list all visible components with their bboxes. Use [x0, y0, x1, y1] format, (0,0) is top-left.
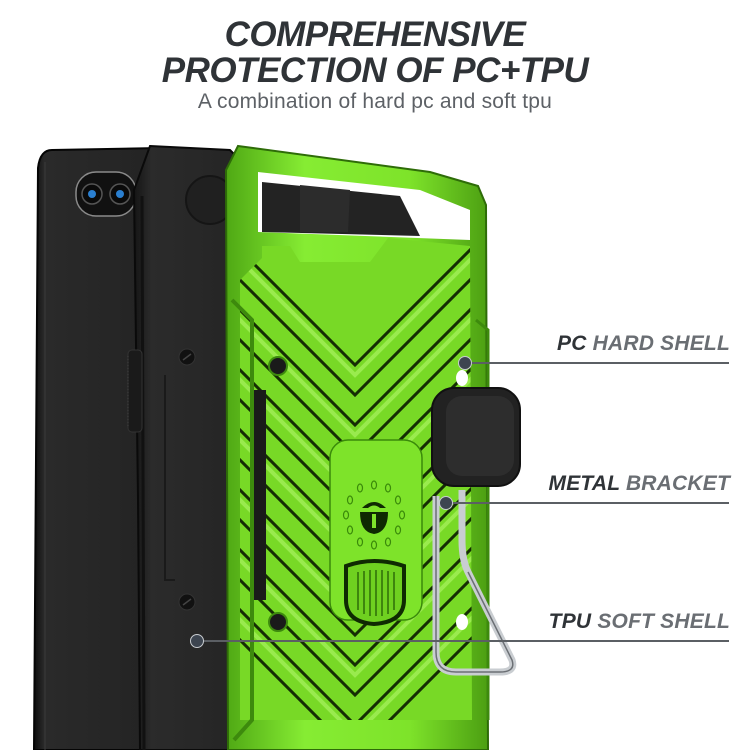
- pc-label-value: HARD SHELL: [592, 332, 730, 355]
- phone-back: [32, 146, 161, 750]
- metal-ring-bracket: [431, 387, 521, 676]
- headline-line-2: PROTECTION OF PC+TPU: [161, 51, 589, 90]
- metal-label-value: BRACKET: [625, 472, 730, 495]
- tpu-label-key: TPU: [548, 610, 592, 633]
- kickstand-shield: [344, 559, 406, 627]
- pc-label-key: PC: [557, 332, 587, 355]
- tpu-soft-shell: [127, 144, 251, 750]
- camera-lens-icon: [81, 183, 131, 205]
- tpu-callout-line: [197, 640, 729, 642]
- brand-logo-icon: [360, 502, 388, 534]
- tpu-label-value: SOFT SHELL: [597, 610, 730, 633]
- subtitle: A combination of hard pc and soft tpu: [197, 90, 553, 113]
- pc-callout-dot: [458, 356, 472, 370]
- metal-bracket-label: METAL BRACKET: [549, 472, 731, 496]
- bracket-base-plate: [329, 439, 423, 627]
- headline-line-1: COMPREHENSIVE: [224, 15, 526, 54]
- pc-hard-shell-label: PC HARD SHELL: [557, 332, 730, 356]
- metal-callout-dot: [439, 496, 453, 510]
- tpu-callout-dot: [190, 634, 204, 648]
- tpu-soft-shell-label: TPU SOFT SHELL: [549, 610, 730, 634]
- pc-callout-line: [465, 362, 729, 364]
- metal-callout-line: [445, 502, 729, 504]
- metal-label-key: METAL: [548, 472, 620, 495]
